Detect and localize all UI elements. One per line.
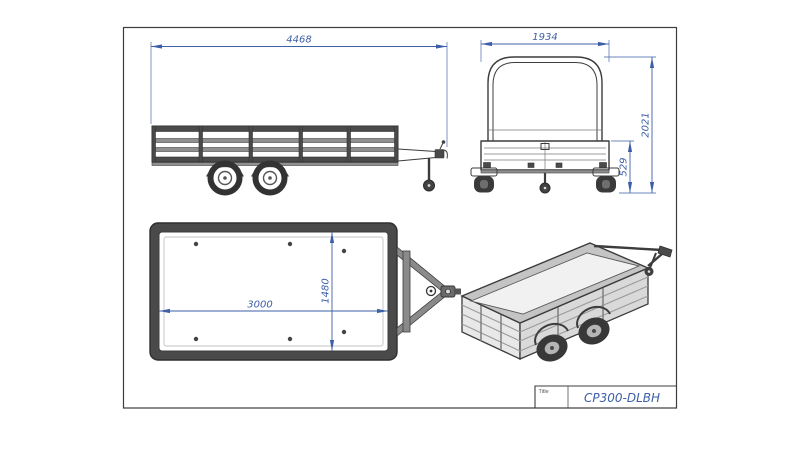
dim-inner-width: 1480 — [321, 232, 335, 351]
side-slat — [151, 147, 399, 152]
stake-post — [198, 125, 203, 163]
tie-down-point — [287, 241, 293, 247]
iso-coupler — [657, 245, 673, 258]
side-slat — [151, 138, 399, 143]
iso-fender — [576, 305, 611, 329]
stake-post — [298, 125, 303, 163]
tie-down-point — [193, 336, 199, 342]
dim-inner-length-value: 3000 — [247, 300, 272, 311]
jockey-wheel — [423, 158, 435, 192]
side-body — [151, 125, 399, 166]
reflector — [527, 162, 535, 168]
dim-overall-width: 1934 — [480, 32, 610, 62]
dim-floor-height: 529 — [611, 140, 634, 193]
coupler-tip — [455, 288, 461, 295]
stake-post — [248, 125, 253, 163]
title-block: Title CP300-DLBH — [534, 385, 677, 408]
dim-floor-height-value: 529 — [619, 157, 630, 176]
title-block-value: CP300-DLBH — [584, 391, 660, 405]
jockey-clamp — [425, 285, 437, 297]
iso-fender — [534, 322, 569, 346]
dim-overall-length: 4468 — [150, 35, 448, 147]
wheel — [252, 160, 288, 196]
rear-wheel — [596, 176, 616, 193]
bed-floor — [158, 231, 389, 352]
top-body — [149, 222, 398, 361]
coupler-handle — [441, 140, 446, 144]
top-drawbar — [396, 246, 461, 337]
tail-light — [599, 162, 607, 168]
stake-post — [346, 125, 351, 163]
dim-overall-length-value: 4468 — [286, 35, 311, 46]
jockey-wheel — [539, 173, 551, 194]
tie-down-point — [341, 248, 347, 254]
dim-overall-width-value: 1934 — [532, 32, 557, 43]
top-view: 3000 1480 — [149, 222, 461, 361]
iso-wheel — [536, 334, 568, 362]
iso-wheel — [578, 317, 610, 345]
isometric-view — [460, 242, 673, 362]
tie-down-point — [341, 329, 347, 335]
rear-wheel — [474, 176, 494, 193]
canopy — [487, 56, 603, 142]
dim-inner-length: 3000 — [159, 300, 388, 314]
cross-member — [402, 250, 411, 333]
coupler-hook — [443, 149, 448, 159]
stake-post — [394, 125, 399, 163]
tail-light — [483, 162, 491, 168]
iso-floor — [469, 252, 641, 315]
coupler — [434, 149, 445, 159]
tie-down-point — [193, 241, 199, 247]
reflector — [555, 162, 563, 168]
dim-overall-height-value: 2021 — [641, 112, 652, 137]
chassis-rail — [480, 169, 610, 174]
dim-inner-width-value: 1480 — [321, 278, 332, 303]
side-view: 4468 — [150, 35, 448, 196]
latch — [540, 143, 550, 150]
rear-view: 1934 — [470, 32, 656, 194]
wheel — [207, 160, 243, 196]
iso-drawbar — [593, 244, 673, 276]
title-block-label: Title — [539, 389, 549, 395]
tie-down-point — [287, 336, 293, 342]
dim-overall-height: 2021 — [604, 56, 656, 194]
side-top-rail — [151, 125, 399, 132]
stake-post — [151, 125, 156, 163]
